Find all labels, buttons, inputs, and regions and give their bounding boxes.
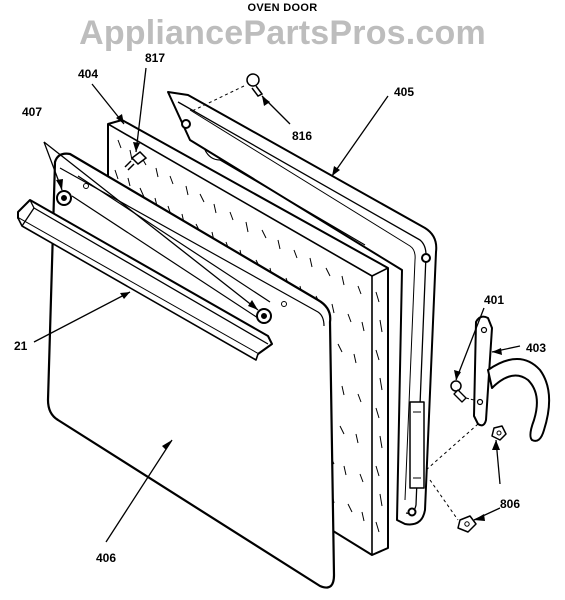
callout-406: 406 xyxy=(96,551,116,565)
callout-21: 21 xyxy=(14,339,28,353)
inner-door-frame-405 xyxy=(167,91,438,526)
door-handle-21 xyxy=(17,199,273,361)
callout-401: 401 xyxy=(484,293,504,307)
hinge-assembly xyxy=(425,315,551,533)
leader-lines xyxy=(33,67,521,543)
handle-spacer-407 xyxy=(56,190,272,324)
arrowheads xyxy=(56,96,502,521)
callout-403: 403 xyxy=(526,341,546,355)
callout-404: 404 xyxy=(78,67,98,81)
callout-816: 816 xyxy=(292,129,312,143)
screw-817 xyxy=(124,151,148,171)
callout-405: 405 xyxy=(394,85,414,99)
screw-816 xyxy=(246,73,264,97)
callout-817: 817 xyxy=(145,51,165,65)
callout-806: 806 xyxy=(500,497,520,511)
callout-407: 407 xyxy=(22,105,42,119)
diagram-title: OVEN DOOR xyxy=(247,2,318,14)
watermark: AppliancePartsPros.com xyxy=(79,14,486,52)
